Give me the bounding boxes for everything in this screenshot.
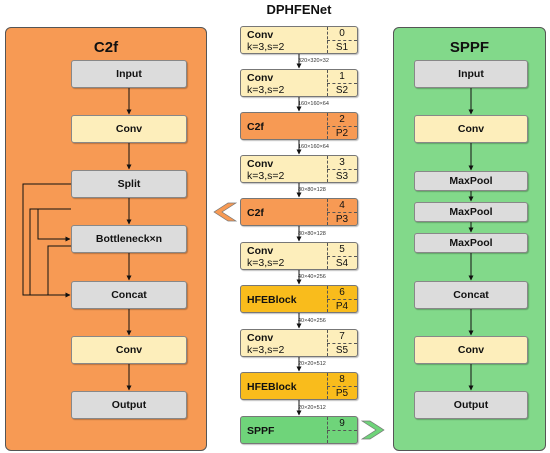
diagram-title: DPHFENet (266, 2, 332, 17)
backbone-block-0: Conv k=3,s=2 0 S1 (240, 26, 358, 54)
sppf-conv-block: Conv (414, 115, 528, 143)
sppf-input-block: Input (414, 60, 528, 88)
sppf-title: SPPF (449, 39, 490, 56)
backbone-block-8: HFEBlock 8 P5 (240, 372, 358, 400)
c2f-conv-block: Conv (71, 115, 187, 143)
dim-label-6: 40×40×256 (298, 318, 326, 324)
c2f-conv2-block: Conv (71, 336, 187, 364)
sppf-concat-block: Concat (414, 281, 528, 309)
dim-label-8: 20×20×512 (298, 405, 326, 411)
sppf-maxpool2-block: MaxPool (414, 202, 528, 222)
backbone-block-1: Conv k=3,s=2 1 S2 (240, 69, 358, 97)
backbone-block-9: SPPF 9 (240, 416, 358, 444)
c2f-bottleneck-to-concat (47, 245, 71, 295)
c2f-split-block: Split (71, 170, 187, 198)
c2f-split-to-concat-inner (29, 208, 38, 295)
backbone-block-7: Conv k=3,s=2 7 S5 (240, 329, 358, 357)
c2f-bottleneck-block: Bottleneck×n (71, 225, 187, 253)
backbone-block-4: C2f 4 P3 (240, 198, 358, 226)
dim-label-3: 80×80×128 (298, 187, 326, 193)
dim-label-5: 40×40×256 (298, 274, 326, 280)
c2f-split-to-concat-outer (22, 183, 71, 298)
sppf-maxpool3-block: MaxPool (414, 233, 528, 253)
sppf-conv2-block: Conv (414, 336, 528, 364)
sppf-maxpool1-block: MaxPool (414, 171, 528, 191)
chevron-left-icon (213, 202, 238, 222)
dim-label-7: 20×20×512 (298, 361, 326, 367)
dim-label-0: 320×320×32 (298, 58, 329, 64)
backbone-block-3: Conv k=3,s=2 3 S3 (240, 155, 358, 183)
dim-label-1: 160×160×64 (298, 101, 329, 107)
backbone-block-6: HFEBlock 6 P4 (240, 285, 358, 313)
c2f-split-to-bottleneck (37, 208, 71, 242)
dim-label-2: 160×160×64 (298, 144, 329, 150)
chevron-right-icon (360, 420, 385, 440)
sppf-output-block: Output (414, 391, 528, 419)
c2f-input-block: Input (71, 60, 187, 88)
c2f-output-block: Output (71, 391, 187, 419)
c2f-concat-block: Concat (71, 281, 187, 309)
dim-label-4: 80×80×128 (298, 231, 326, 237)
backbone-block-2: C2f 2 P2 (240, 112, 358, 140)
backbone-block-5: Conv k=3,s=2 5 S4 (240, 242, 358, 270)
c2f-title: C2f (93, 39, 119, 56)
